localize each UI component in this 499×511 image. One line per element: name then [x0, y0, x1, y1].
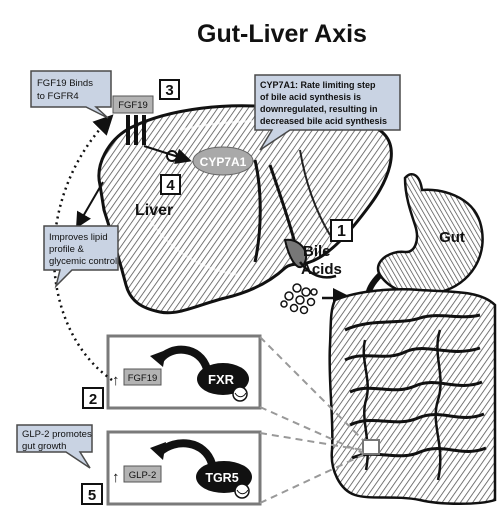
- svg-text:4: 4: [166, 177, 175, 194]
- tgr5-up-arrow: ↑: [112, 469, 120, 486]
- svg-text:1: 1: [337, 223, 346, 240]
- cyp7a1-enzyme-label: CYP7A1: [200, 155, 247, 169]
- callout-cyp7a1-line1: CYP7A1: Rate limiting step: [260, 80, 376, 90]
- bile-acid-droplets: [281, 284, 317, 314]
- step-5-badge: 5: [82, 484, 102, 504]
- bile-label-line1: Bile: [303, 243, 331, 260]
- callout-cyp7a1-line3: downregulated, resulting in: [260, 104, 378, 114]
- gut-label: Gut: [439, 229, 465, 246]
- step-4-badge: 4: [161, 175, 180, 194]
- callout-lipid-line2: profile &: [49, 244, 85, 255]
- stomach-illustration: [368, 174, 483, 305]
- liver-label: Liver: [135, 202, 173, 219]
- fgfr4-receptor: [126, 115, 146, 145]
- svg-text:3: 3: [165, 82, 173, 99]
- bile-label-line2: Acids: [301, 261, 342, 278]
- fxr-label: FXR: [208, 372, 235, 387]
- svg-text:5: 5: [88, 487, 96, 504]
- callout-fgf19-line2: to FGFR4: [37, 91, 79, 102]
- diagram-title: Gut-Liver Axis: [197, 20, 367, 48]
- tgr5-ligand: [235, 484, 249, 498]
- lipid-effect-arrow: [78, 182, 103, 225]
- svg-text:2: 2: [89, 391, 97, 408]
- callout-lipid-line3: glycemic control: [49, 256, 117, 267]
- callout-cyp7a1-line2: of bile acid synthesis is: [260, 92, 361, 102]
- callout-glp2: GLP-2 promotes gut growth: [17, 425, 92, 468]
- callout-fgf19-binds: FGF19 Binds to FGFR4: [31, 71, 111, 118]
- intestine-illustration: [330, 289, 495, 503]
- tgr5-label: TGR5: [205, 471, 238, 485]
- callout-lipid-line1: Improves lipid: [49, 232, 108, 243]
- callout-glp2-line2: gut growth: [22, 441, 66, 452]
- fgf19-ligand-label: FGF19: [118, 100, 148, 111]
- callout-fgf19-line1: FGF19 Binds: [37, 78, 93, 89]
- fxr-up-arrow: ↑: [112, 372, 120, 389]
- fxr-ligand: [233, 387, 247, 401]
- step-2-badge: 2: [83, 388, 103, 408]
- glp2-secreted-label: GLP-2: [129, 470, 156, 481]
- step-3-badge: 3: [160, 80, 179, 99]
- fgf19-secreted-label: FGF19: [128, 373, 158, 384]
- step-1-badge: 1: [331, 220, 352, 241]
- callout-glp2-line1: GLP-2 promotes: [22, 429, 92, 440]
- callout-cyp7a1-line4: decreased bile acid synthesis: [260, 116, 387, 126]
